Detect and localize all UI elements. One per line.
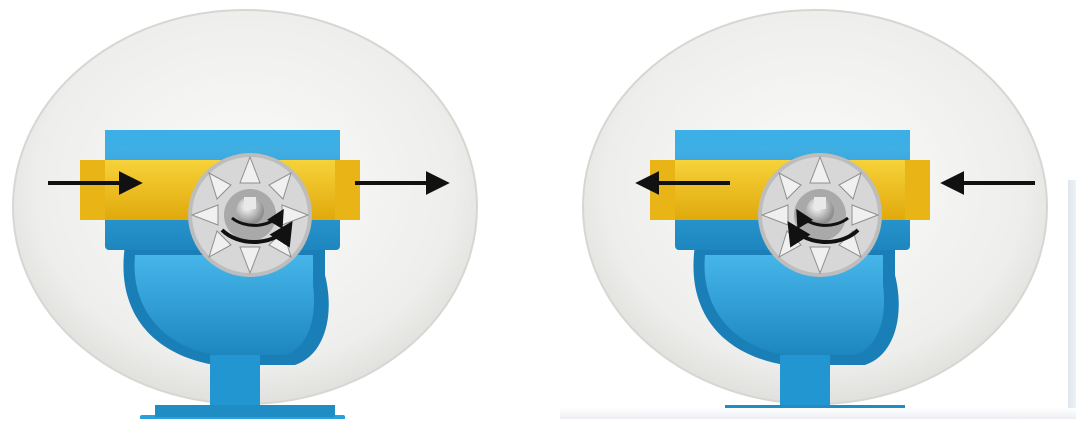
right-panel: [582, 9, 1048, 424]
left-rotation-arrow-inner: [231, 208, 284, 229]
right-rotation-arrow: [787, 220, 860, 248]
right-rotation-arrow-inner: [796, 208, 849, 229]
bottom-shade: [560, 408, 1076, 419]
edge-panel: [1068, 180, 1076, 419]
left-panel: [12, 9, 478, 424]
left-rotation-arrow: [220, 220, 293, 248]
